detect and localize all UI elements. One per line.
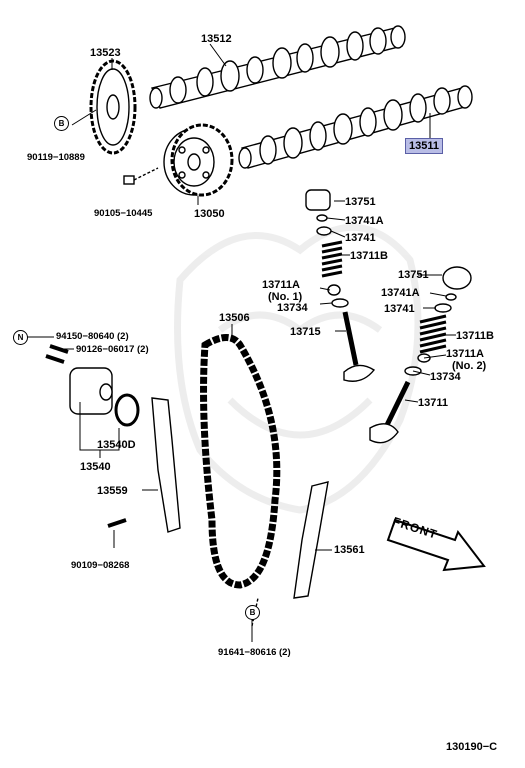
part-label-13751-a[interactable]: 13751: [345, 196, 376, 208]
part-label-13050[interactable]: 13050: [194, 208, 225, 220]
bolt-90105: [123, 167, 159, 185]
part-label-91641[interactable]: 91641−80616 (2): [218, 647, 291, 658]
watermark-emblem: [174, 223, 422, 514]
part-label-13559[interactable]: 13559: [97, 485, 128, 497]
part-label-13741-a[interactable]: 13741: [345, 232, 376, 244]
marker-b-circle-icon: B: [54, 116, 69, 131]
part-label-13741a-b[interactable]: 13741A: [381, 287, 420, 299]
part-label-13741a-a[interactable]: 13741A: [345, 215, 384, 227]
part-label-13734-a[interactable]: 13734: [277, 302, 308, 314]
chain-damper-13561: [293, 481, 329, 599]
valve-assembly-no2: [369, 266, 472, 444]
part-label-13711[interactable]: 13711: [418, 397, 448, 409]
camshaft-sprocket-13523: [89, 59, 137, 155]
part-label-13561[interactable]: 13561: [334, 544, 365, 556]
vvt-gear-13050: [163, 123, 234, 197]
front-arrow-icon: [386, 518, 486, 572]
camshaft-exhaust-13511: [238, 85, 473, 169]
part-label-13506[interactable]: 13506: [219, 312, 250, 324]
part-label-13741-b[interactable]: 13741: [384, 303, 415, 315]
part-label-13540[interactable]: 13540: [80, 461, 111, 473]
camshaft-intake-13512: [149, 25, 406, 109]
part-label-13511-highlighted[interactable]: 13511: [405, 138, 443, 154]
part-label-13711a-b[interactable]: 13711A: [446, 348, 484, 360]
part-label-90109[interactable]: 90109−08268: [71, 560, 130, 571]
marker-n-circle-icon: N: [13, 330, 28, 345]
timing-chain-13506: [200, 334, 281, 589]
marker-b-circle-icon-2: B: [245, 605, 260, 620]
part-label-90105[interactable]: 90105−10445: [94, 208, 153, 219]
o-ring-13540d: [114, 393, 140, 427]
part-label-13711b-b[interactable]: 13711B: [456, 330, 494, 342]
part-label-13715[interactable]: 13715: [290, 326, 321, 338]
part-label-13711a-b-note: (No. 2): [452, 360, 487, 372]
part-label-13523[interactable]: 13523: [90, 47, 121, 59]
part-label-13711a-a-note: (No. 1): [268, 291, 303, 303]
figure-code: 130190−C: [446, 741, 498, 753]
chain-tensioner-13540: [45, 344, 113, 415]
part-label-13540d[interactable]: 13540D: [97, 439, 136, 451]
part-label-13711a-a[interactable]: 13711A: [262, 279, 300, 291]
part-label-13734-b[interactable]: 13734: [430, 371, 461, 383]
bolt-90109: [107, 518, 127, 528]
valve-assembly-no1: [305, 189, 376, 382]
part-label-13751-b[interactable]: 13751: [398, 269, 429, 281]
part-label-90126[interactable]: 90126−06017 (2): [76, 344, 149, 355]
part-label-94150[interactable]: 94150−80640 (2): [56, 331, 129, 342]
chain-slipper-13559: [151, 397, 181, 533]
part-label-90119[interactable]: 90119−10889: [27, 152, 85, 163]
part-label-13711b-a[interactable]: 13711B: [350, 250, 388, 262]
part-label-13512[interactable]: 13512: [201, 33, 232, 45]
